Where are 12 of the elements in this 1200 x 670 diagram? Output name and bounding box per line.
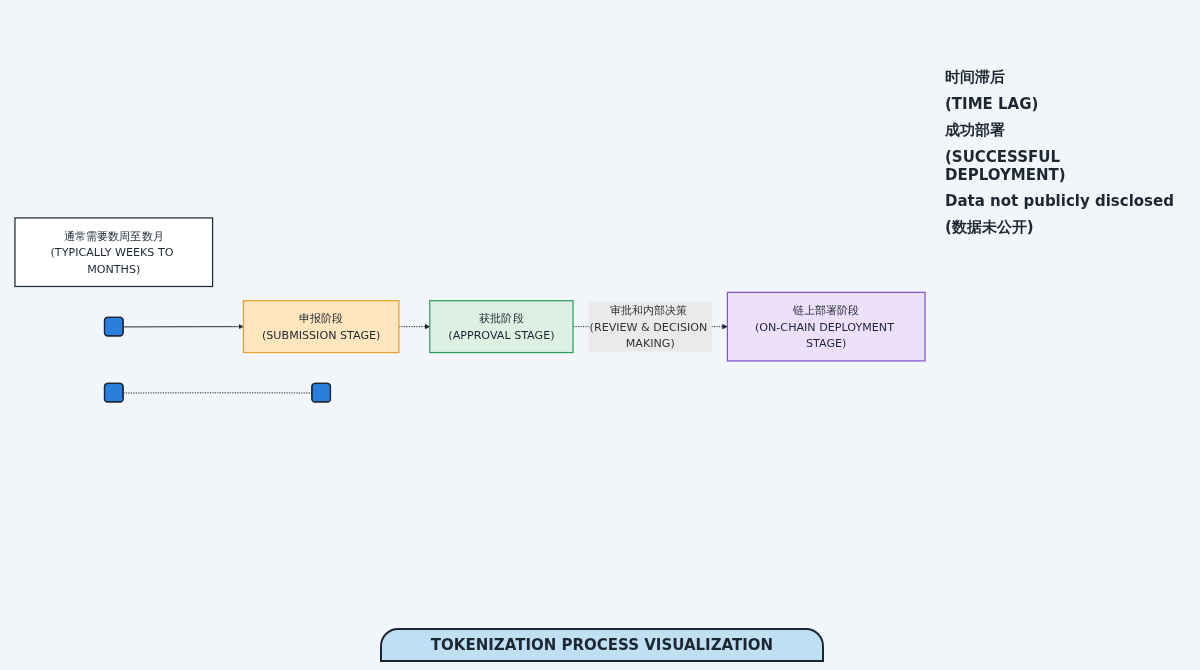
- node-box: 链上部署阶段 (ON-CHAIN DEPLOYMENT STAGE): [726, 291, 926, 362]
- node-box: 通常需要数周至数月 (TYPICALLY WEEKS TO MONTHS): [14, 217, 214, 288]
- note-text: 成功部署: [945, 121, 1006, 140]
- node-box: 申报阶段 (SUBMISSION STAGE): [242, 300, 400, 354]
- note-text: (数据未公开): [945, 218, 1035, 237]
- note-text: (SUCCESSFUL DEPLOYMENT): [945, 148, 1067, 184]
- note-text: 时间滞后: [945, 68, 1006, 87]
- edge-label: 审批和内部决策 (REVIEW & DECISION MAKING): [589, 303, 708, 350]
- note-text: Data not publicly disclosed: [945, 192, 1175, 210]
- caption-tab: TOKENIZATION PROCESS VISUALIZATION: [380, 628, 824, 662]
- node-box: 获批阶段 (APPROVAL STAGE): [429, 300, 574, 354]
- note-text: (TIME LAG): [945, 95, 1040, 113]
